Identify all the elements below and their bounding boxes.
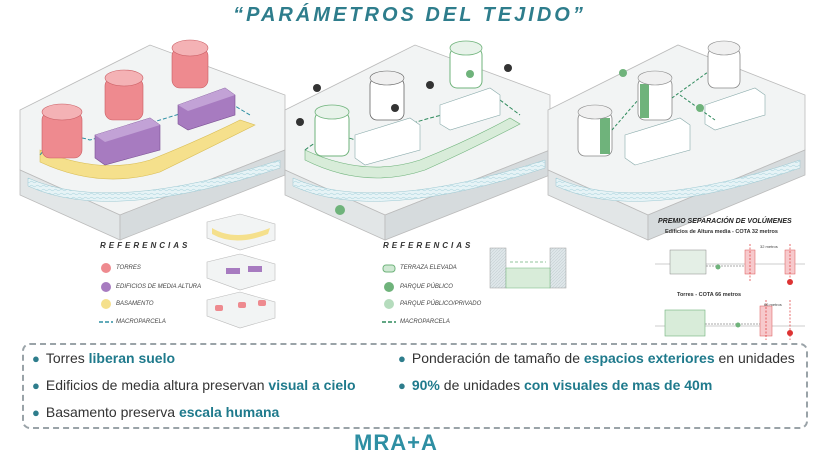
summary-box xyxy=(22,343,808,429)
section-sketch xyxy=(489,247,567,289)
torres-volumes xyxy=(41,39,209,159)
mra-logo: MRA+A xyxy=(354,430,438,455)
dim-32: 32 metros xyxy=(760,244,778,249)
bullet-dot: ● xyxy=(32,405,40,420)
premio-title: PREMIO SEPARACIÓN DE VOLÚMENES xyxy=(658,218,792,225)
refs-title-1: REFERENCIAS xyxy=(100,241,191,250)
ref-macroparcela-2: MACROPARCELA xyxy=(400,319,450,325)
legend-symbols-1 xyxy=(99,263,113,323)
premio-sub-torres: Torres - COTA 66 metros xyxy=(677,292,742,298)
bullet-ponderacion: ●Ponderación de tamaño de espacios exter… xyxy=(398,350,795,366)
bullet-dot: ● xyxy=(398,378,406,393)
bullet-media-altura: ●Edificios de media altura preservan vis… xyxy=(32,377,356,393)
bullet-dot: ● xyxy=(32,378,40,393)
premio-sub-media: Edificios de Altura media - COTA 32 metr… xyxy=(665,229,778,235)
media-altura-volumes xyxy=(94,87,236,166)
ref-media-altura: EDIFICIOS DE MEDIA ALTURA xyxy=(116,284,202,290)
ref-parque-privado: PARQUE PÚBLICO/PRIVADO xyxy=(400,301,482,307)
ref-parque-publico: PARQUE PÚBLICO xyxy=(400,284,453,290)
bullet-basamento: ●Basamento preserva escala humana xyxy=(32,404,280,420)
mini-plans xyxy=(206,213,276,329)
bullet-visuales: ●90% de unidades con visuales de mas de … xyxy=(398,377,713,393)
section-diagrams-3 xyxy=(655,244,805,340)
panel-3-separation xyxy=(547,40,806,241)
legend-symbols-2 xyxy=(382,264,396,323)
panel-1-volumes xyxy=(19,39,286,241)
ref-terraza: TERRAZA ELEVADA xyxy=(400,265,457,271)
dim-66: 66 metros xyxy=(764,302,782,307)
bullet-torres: ●Torres liberan suelo xyxy=(32,350,176,366)
refs-title-2: REFERENCIAS xyxy=(383,241,474,250)
bullet-dot: ● xyxy=(398,351,406,366)
page-title: “PARÁMETROS DEL TEJIDO” xyxy=(233,4,586,26)
ref-macroparcela-1: MACROPARCELA xyxy=(116,319,166,325)
panel-2-spaces xyxy=(284,40,551,241)
ref-basamento: BASAMENTO xyxy=(116,301,154,307)
ref-torres: TORRES xyxy=(116,265,141,271)
bullet-dot: ● xyxy=(32,351,40,366)
